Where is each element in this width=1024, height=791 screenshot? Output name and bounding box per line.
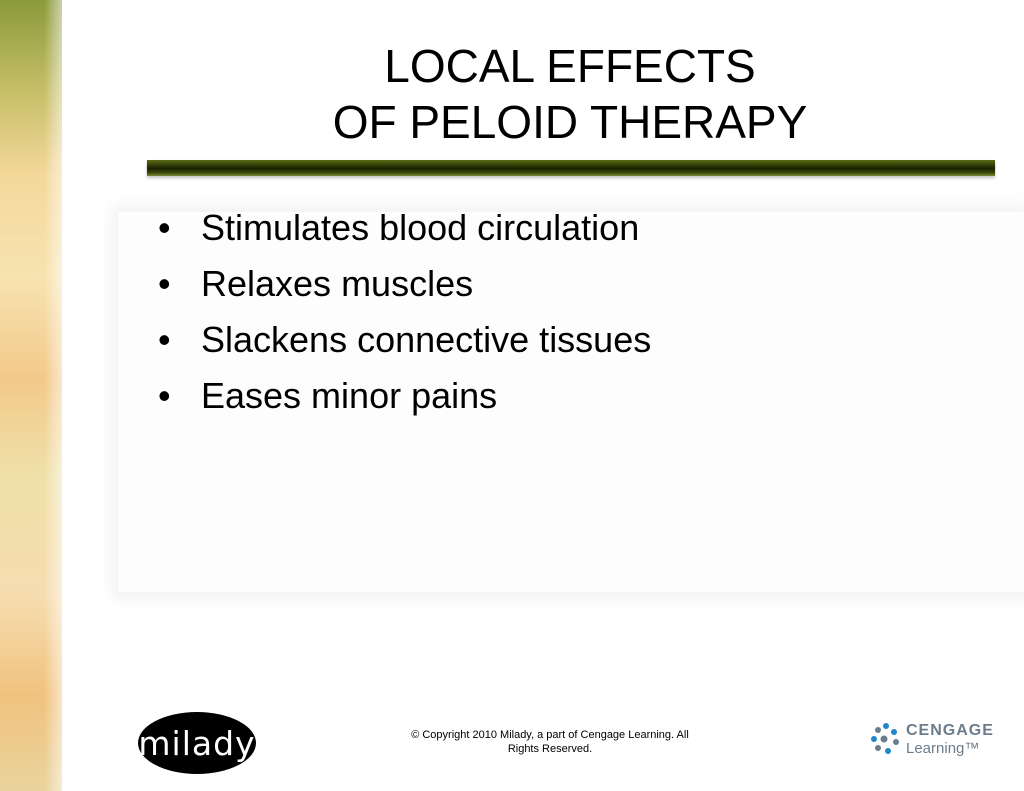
content-panel (118, 212, 1024, 592)
bullet-item: •Stimulates blood circulation (158, 200, 651, 256)
bullet-item: •Slackens connective tissues (158, 312, 651, 368)
copyright-notice: © Copyright 2010 Milady, a part of Cenga… (411, 729, 689, 755)
bullet-dot-icon: • (158, 375, 171, 416)
bullet-dot-icon: • (158, 263, 171, 304)
title-line-1: LOCAL EFFECTS (384, 40, 756, 92)
milady-logo: milady (138, 712, 256, 774)
bullet-item: •Eases minor pains (158, 368, 651, 424)
title-line-2: OF PELOID THERAPY (332, 96, 808, 148)
cengage-mark-icon (871, 723, 899, 754)
slide-title: LOCAL EFFECTS OF PELOID THERAPY (130, 38, 1010, 150)
learning-wordmark: Learning™ (906, 740, 980, 757)
cengage-wordmark: CENGAGE (906, 722, 994, 739)
cengage-logo: CENGAGE Learning™ (870, 720, 1000, 764)
bullet-list: •Stimulates blood circulation •Relaxes m… (158, 200, 651, 424)
bullet-dot-icon: • (158, 319, 171, 360)
bullet-dot-icon: • (158, 207, 171, 248)
bullet-item: •Relaxes muscles (158, 256, 651, 312)
decorative-side-strip (0, 0, 62, 791)
title-underline-bar (147, 160, 995, 176)
